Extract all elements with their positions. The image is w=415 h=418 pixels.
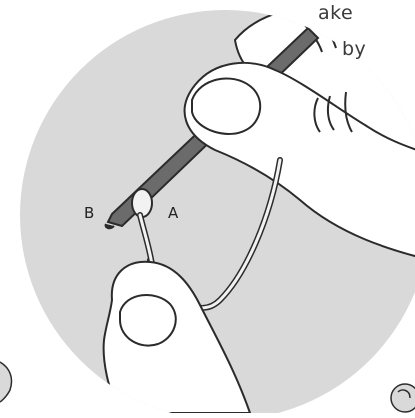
corner-decoration-right xyxy=(391,384,415,412)
caption-line-2: by xyxy=(342,38,366,60)
label-a: A xyxy=(168,204,179,222)
caption-line-1: ake xyxy=(318,2,353,24)
thumbnail-upper xyxy=(192,78,260,133)
label-b: B xyxy=(84,204,94,222)
corner-decoration-left xyxy=(0,362,12,402)
thumbnail-lower xyxy=(120,295,176,346)
